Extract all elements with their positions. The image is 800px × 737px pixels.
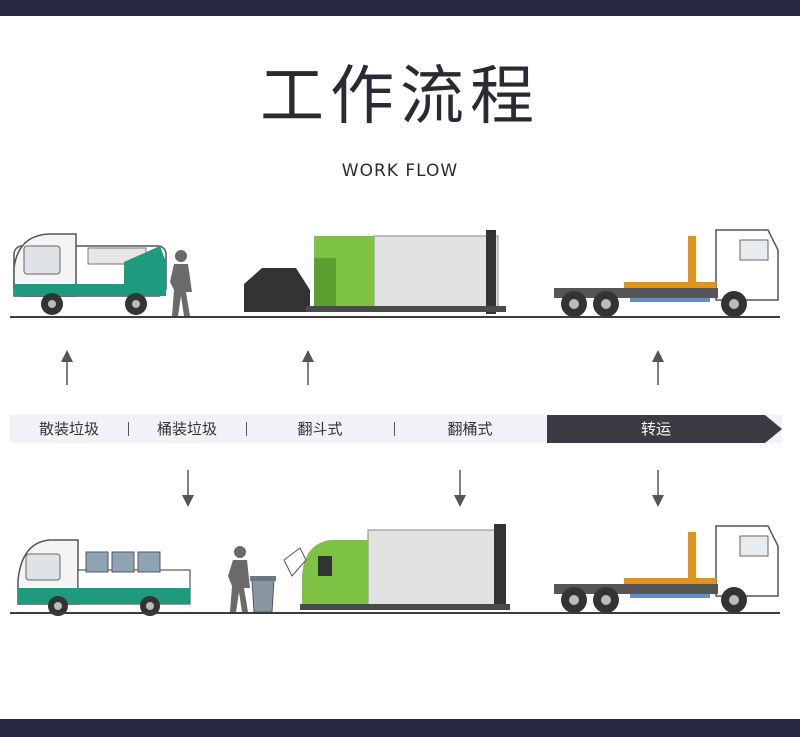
step-label: 桶装垃圾 bbox=[156, 420, 217, 438]
worker-icon bbox=[170, 250, 192, 316]
step-label-active: 转运 bbox=[640, 420, 671, 438]
top-banner bbox=[0, 0, 800, 16]
flip-bucket-compactor-icon bbox=[244, 230, 506, 314]
step-divider bbox=[246, 422, 247, 436]
bottom-banner bbox=[0, 719, 800, 737]
electric-sweeper-truck-icon bbox=[13, 233, 167, 315]
garbage-bin-icon bbox=[250, 576, 276, 613]
hook-lift-truck-icon bbox=[554, 525, 779, 613]
flip-bucket-compactor-icon bbox=[283, 524, 510, 610]
ground-line-top bbox=[10, 316, 780, 318]
step-label: 散装垃圾 bbox=[38, 420, 99, 438]
bin-transport-truck-icon bbox=[17, 539, 191, 616]
step-divider bbox=[128, 422, 129, 436]
active-step-arrow bbox=[547, 415, 782, 443]
ground-line-bottom bbox=[10, 612, 780, 614]
step-divider bbox=[394, 422, 395, 436]
worker-icon bbox=[228, 546, 250, 612]
step-label: 翻桶式 bbox=[447, 420, 493, 438]
hook-lift-truck-icon bbox=[554, 229, 779, 317]
page-title: 工作流程 bbox=[260, 60, 540, 134]
process-steps-bar: 散装垃圾 桶装垃圾 翻斗式 翻桶式 转运 bbox=[10, 415, 782, 443]
step-label: 翻斗式 bbox=[297, 420, 343, 438]
page-subtitle: WORK FLOW bbox=[341, 161, 459, 181]
